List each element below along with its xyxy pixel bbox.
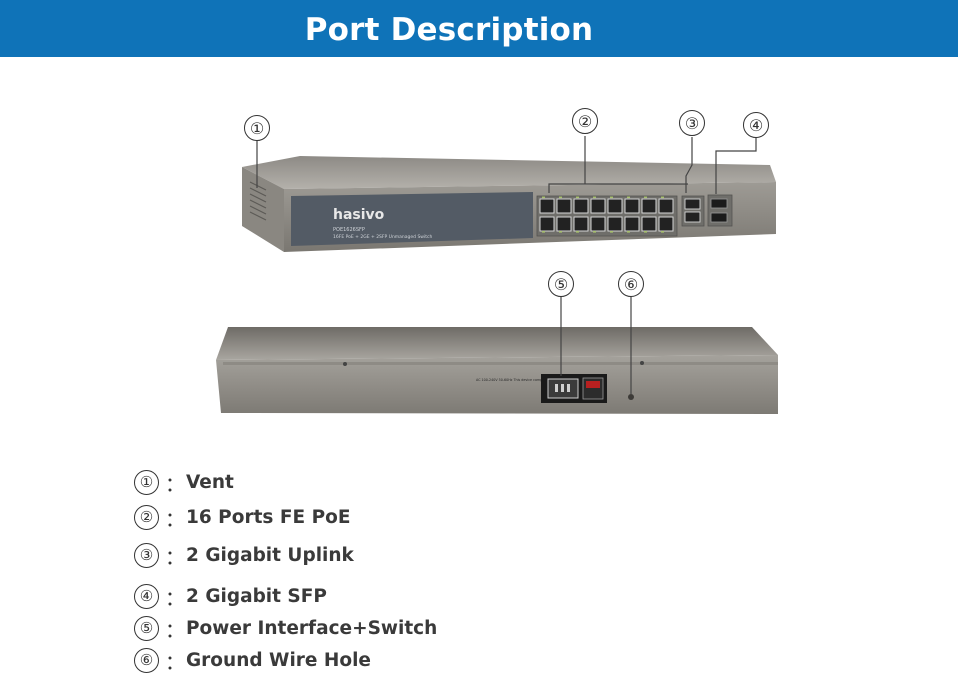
callout-number: ④ [748,115,764,135]
legend-text: 2 Gigabit SFP [186,585,327,607]
callout-uplink: ③ [679,110,705,136]
port-led [576,196,579,199]
legend-number: ⑥ [134,647,159,673]
rj45-port [556,216,572,232]
legend-number: ⑤ [134,615,159,641]
brand-logo: hasivo [333,207,385,223]
port-led [559,231,562,233]
callout-number: ⑥ [623,274,639,294]
callout-number: ③ [684,113,700,133]
port-led [542,231,545,233]
switch-left-side [242,167,284,252]
legend-item-ground: ⑥ ： Ground Wire Hole [134,646,371,674]
callout-number: ② [577,111,593,131]
rj45-port [573,216,589,232]
legend-text: 2 Gigabit Uplink [186,544,354,566]
callout-ground: ⑥ [618,271,644,297]
callout-sfp: ④ [743,112,769,138]
switch-brand-panel [291,192,533,246]
port-led [576,231,579,233]
model-subtitle: 16FE PoE + 2GE + 2SFP Unmanaged Switch [333,234,432,240]
port-led [610,231,613,233]
fe-poe-ports [536,195,678,237]
legend-colon: ： [165,649,185,674]
port-led [559,196,562,199]
rj45-port [624,216,640,232]
legend-item-vent: ① ： Vent [134,468,234,496]
legend-text: Vent [186,471,234,493]
callout-number: ① [249,118,265,138]
legend-colon: ： [165,585,185,610]
legend-colon: ： [165,471,185,496]
rear-leader-lines [560,297,632,394]
callout-power: ⑤ [548,271,574,297]
switch-top-surface [242,156,776,189]
port-led [627,231,630,233]
rj45-port [658,216,674,232]
port-led [593,196,596,199]
legend-item-fe-poe: ② ： 16 Ports FE PoE [134,503,351,531]
port-led [661,231,664,233]
legend-colon: ： [165,617,185,642]
vent-slots [249,181,267,221]
sfp-port-1 [710,198,728,209]
rj45-port [573,198,589,214]
rj45-port [539,216,555,232]
legend-item-power: ⑤ ： Power Interface+Switch [134,614,437,642]
page-title: Port Description [304,11,594,48]
legend-item-sfp: ④ ： 2 Gigabit SFP [134,582,327,610]
legend-number: ④ [134,583,159,609]
rj45-port [539,198,555,214]
rj45-port [624,198,640,214]
legend-item-uplink: ③ ： 2 Gigabit Uplink [134,541,354,569]
port-led [593,231,596,233]
uplink-port-1 [684,198,701,210]
rear-face [216,355,778,414]
port-led [644,196,647,199]
legend-text: Power Interface+Switch [186,617,438,639]
port-led [627,196,630,199]
rj45-port [556,198,572,214]
rj45-port [607,198,623,214]
rj45-port [590,198,606,214]
ground-wire-hole [628,394,634,400]
callout-fe-poe: ② [572,108,598,134]
rj45-port [641,216,657,232]
rj45-port [607,216,623,232]
port-led [610,196,613,199]
rear-label: AC 100-240V 50-60Hz This device complies… [476,378,597,382]
header-banner: Port Description [0,0,958,57]
front-leader-lines [256,136,757,194]
front-switch: hasivo POE1626SFP 16FE PoE + 2GE + 2SFP … [242,136,776,252]
sfp-port-2 [710,212,728,223]
legend-number: ③ [134,542,159,568]
rj45-port [590,216,606,232]
rj45-port [658,198,674,214]
legend-number: ② [134,504,159,530]
legend-colon: ： [165,506,185,531]
callout-number: ⑤ [553,274,569,294]
port-led [661,196,664,199]
callout-vent: ① [244,115,270,141]
legend-colon: ： [165,544,185,569]
rj45-port [641,198,657,214]
port-led [542,196,545,199]
legend-text: Ground Wire Hole [186,649,371,671]
legend-text: 16 Ports FE PoE [186,506,351,528]
uplink-port-2 [684,211,701,223]
port-led [644,231,647,233]
model-label: POE1626SFP [333,227,365,233]
rear-switch: AC 100-240V 50-60Hz This device complies… [216,297,778,414]
legend-number: ① [134,469,159,495]
rear-top-surface [216,327,778,360]
